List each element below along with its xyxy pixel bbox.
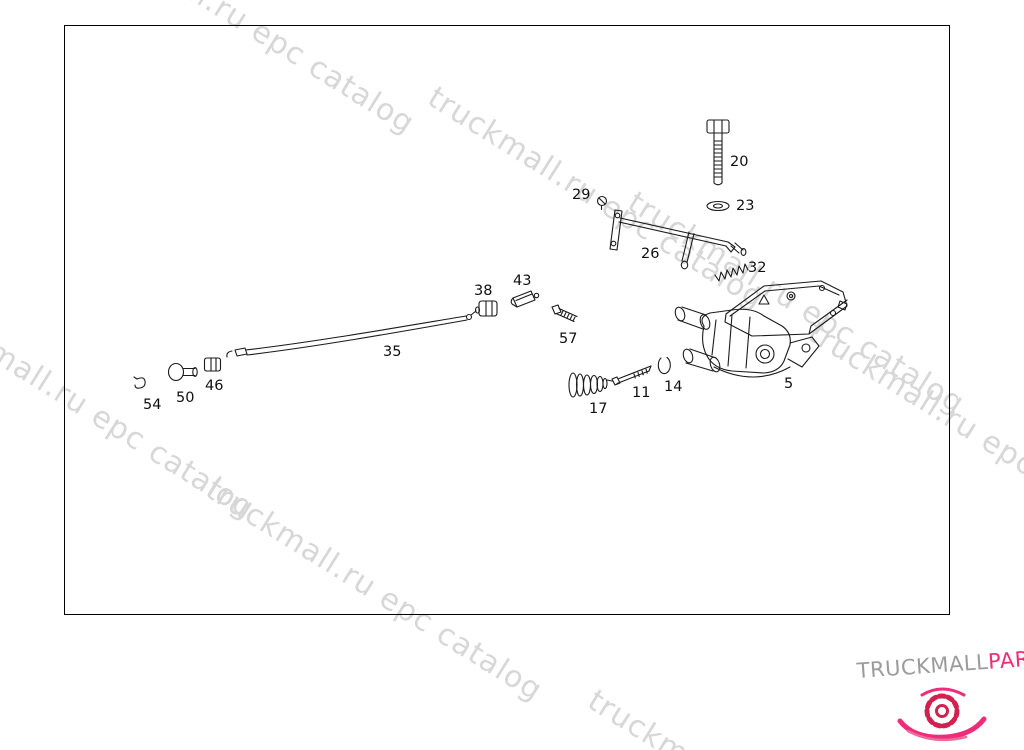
part-label-11: 11 <box>632 385 651 401</box>
part-26-lever-drawing <box>609 209 747 270</box>
part-43-sleeve-drawing <box>510 290 540 308</box>
part-label-5: 5 <box>784 376 794 392</box>
part-label-38: 38 <box>474 283 493 299</box>
brand-logo: TRUCKMALLPARTS <box>856 645 1024 683</box>
part-label-32: 32 <box>748 260 767 276</box>
part-label-35: 35 <box>383 344 402 360</box>
part-5-housing-drawing <box>674 280 848 378</box>
part-label-57: 57 <box>559 331 578 347</box>
part-29-screw-drawing <box>596 195 608 211</box>
parts-drawing <box>133 119 848 398</box>
brand-name-gray: TRUCKMALL <box>856 649 989 683</box>
part-label-46: 46 <box>205 378 224 394</box>
part-50-cap-drawing <box>167 362 198 382</box>
part-label-20: 20 <box>730 154 749 170</box>
diagram-frame <box>64 25 950 615</box>
part-46-nut-drawing <box>203 357 222 372</box>
part-label-26: 26 <box>641 246 660 262</box>
part-32-spring-drawing <box>714 263 749 282</box>
part-17-boot-drawing <box>568 372 613 398</box>
part-label-23: 23 <box>736 198 755 214</box>
part-54-clip-drawing <box>133 376 146 389</box>
part-38-nut-drawing <box>478 300 498 317</box>
part-57-bolt-drawing <box>551 304 578 323</box>
part-label-29: 29 <box>572 187 591 203</box>
part-35-rod-drawing <box>226 306 481 358</box>
part-label-43: 43 <box>513 273 532 289</box>
part-label-50: 50 <box>176 390 195 406</box>
gear-swoosh-icon <box>897 687 987 742</box>
part-label-54: 54 <box>143 397 162 413</box>
part-label-14: 14 <box>664 379 683 395</box>
part-14-ring-drawing <box>657 356 671 375</box>
part-23-washer-drawing <box>706 200 730 212</box>
brand-name-pink: PARTS <box>987 645 1024 674</box>
part-label-17: 17 <box>589 401 608 417</box>
watermark-text: truckmall.ru epc catalog <box>581 683 930 750</box>
part-20-bolt-drawing <box>706 119 730 186</box>
part-11-bolt-drawing <box>611 365 652 386</box>
